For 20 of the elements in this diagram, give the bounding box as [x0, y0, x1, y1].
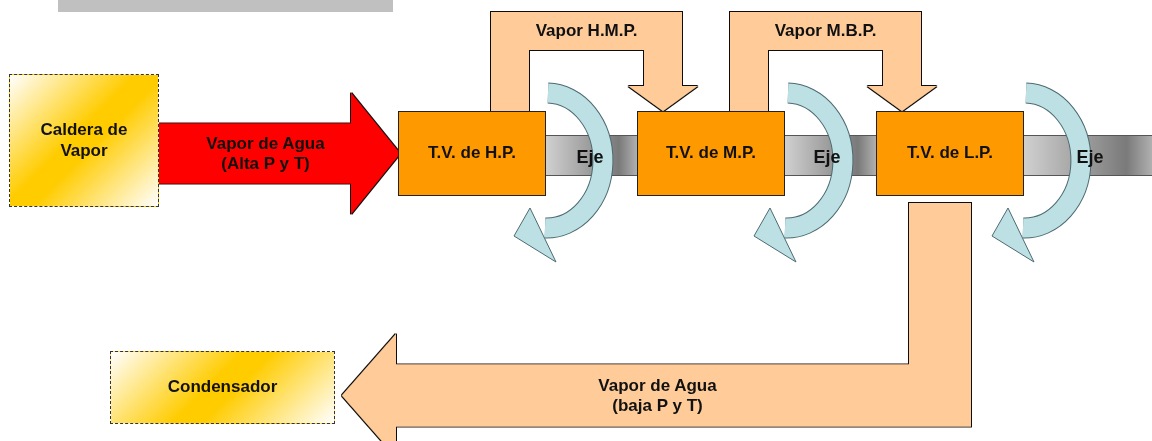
- block-arrow: [730, 12, 937, 111]
- node-label: T.V. de L.P.: [907, 143, 993, 164]
- edge-label: Vapor de Agua (baja P y T): [597, 375, 718, 416]
- node-label: Condensador: [167, 377, 278, 398]
- node-label: T.V. de H.P.: [428, 143, 516, 164]
- turbine-box: [398, 111, 546, 196]
- edge-label: Vapor de Agua (Alta P y T): [205, 133, 326, 174]
- turbine-box: [876, 111, 1024, 196]
- shaft-label: Eje: [1076, 146, 1104, 168]
- block-arrow: [159, 93, 400, 214]
- equipment-box: [110, 351, 335, 424]
- node-label: Caldera de Vapor: [39, 120, 129, 161]
- shaft-label: Eje: [576, 146, 604, 168]
- edge-label: Vapor M.B.P.: [773, 20, 878, 42]
- block-arrow: [491, 12, 698, 111]
- edge-label: Vapor H.M.P.: [534, 20, 639, 42]
- equipment-box: [9, 74, 159, 207]
- turbine-box: [637, 111, 785, 196]
- node-label: T.V. de M.P.: [666, 143, 756, 164]
- shaft-label: Eje: [813, 146, 841, 168]
